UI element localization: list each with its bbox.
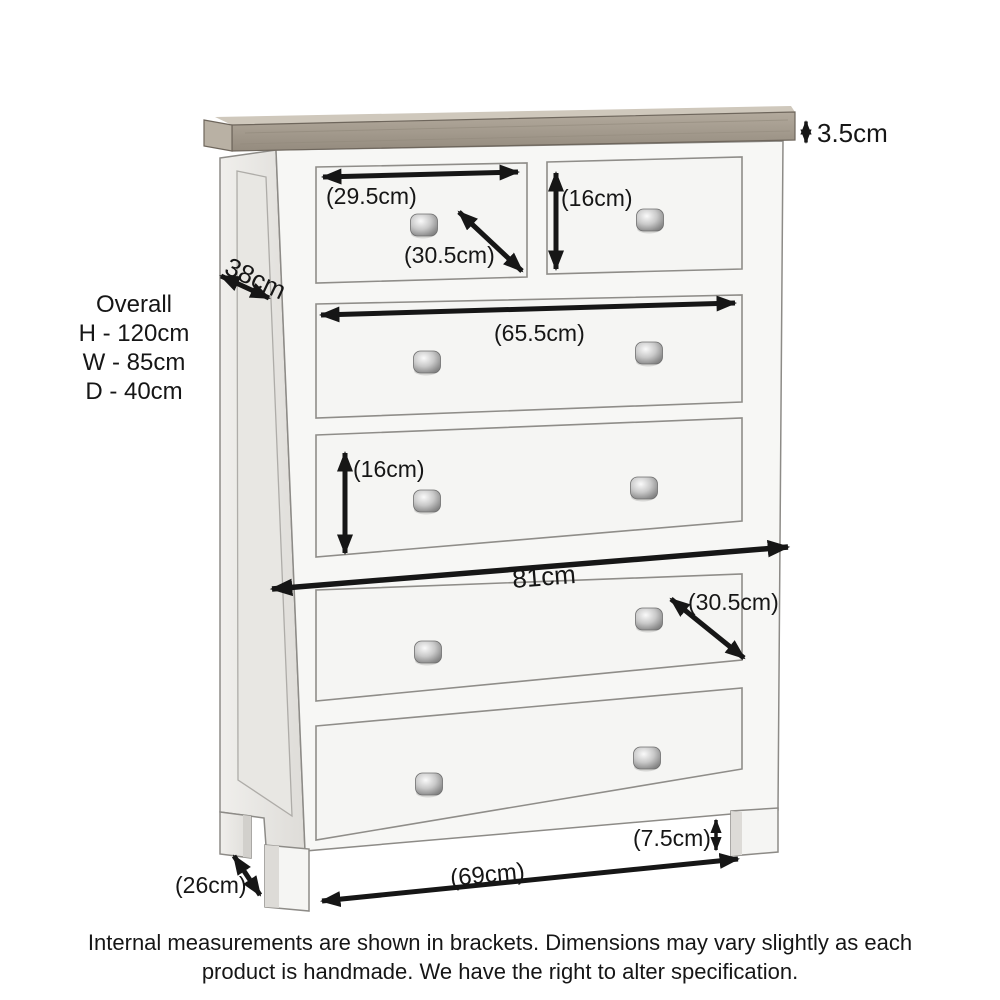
knob	[630, 476, 658, 500]
knob	[415, 772, 443, 796]
back-left-leg-shade	[243, 815, 251, 858]
knob	[635, 341, 663, 365]
dim-label-top-thickness: 3.5cm	[817, 118, 888, 148]
overall-height: H - 120cm	[79, 320, 190, 347]
drawer-row-5	[315, 687, 743, 841]
wood-top-end-cap	[203, 119, 233, 152]
dim-arrow-total-width	[269, 539, 791, 597]
wood-grain-line	[239, 130, 791, 145]
dim-label-leg-depth: (26cm)	[175, 872, 247, 898]
dim-label-leg-height: (7.5cm)	[633, 825, 711, 851]
knob	[635, 607, 663, 631]
dim-arrow-top-left-drawer-width	[321, 164, 520, 185]
knob	[636, 208, 664, 232]
dim-arrow-middle-drawer-width	[319, 295, 737, 323]
dim-label-top-left-drawer-diagonal: (30.5cm)	[404, 242, 495, 268]
footer-line-2: product is handmade. We have the right t…	[202, 959, 798, 984]
dim-arrow-top-left-drawer-diagonal	[457, 210, 524, 273]
front-right-leg-shade	[731, 811, 742, 856]
wood-top-surface	[215, 106, 795, 125]
side-panel-inset	[236, 170, 293, 818]
knob	[410, 213, 438, 237]
dim-label-base-width: (69cm)	[449, 858, 526, 892]
knob	[414, 640, 442, 664]
knob	[633, 746, 661, 770]
dim-arrow-base-width	[320, 852, 740, 908]
wood-grain-line	[244, 119, 789, 134]
drawer-row-3	[315, 417, 743, 558]
knob	[413, 489, 441, 513]
drawer-knobs	[410, 208, 664, 798]
footer-note: Internal measurements are shown in brack…	[88, 930, 912, 984]
dim-arrow-leg-depth	[231, 854, 263, 897]
dim-arrow-fourth-drawer-diagonal	[669, 597, 746, 660]
overall-dimensions-block: Overall H - 120cm W - 85cm D - 40cm	[79, 291, 190, 405]
dim-arrow-top-depth	[219, 273, 271, 301]
dim-label-fourth-drawer-diagonal: (30.5cm)	[688, 589, 779, 615]
dim-label-middle-drawer-width: (65.5cm)	[494, 320, 585, 346]
overall-title: Overall	[96, 291, 172, 318]
front-left-leg-shade	[265, 845, 279, 908]
dim-label-top-right-drawer-height: (16cm)	[561, 185, 633, 211]
dim-label-top-left-drawer-width: (29.5cm)	[326, 183, 417, 209]
knob	[413, 350, 441, 374]
dim-label-lower-middle-drawer-height: (16cm)	[353, 456, 425, 482]
dim-label-total-width: 81cm	[511, 559, 577, 594]
overall-depth: D - 40cm	[85, 378, 182, 405]
overall-width: W - 85cm	[83, 349, 186, 376]
footer-line-1: Internal measurements are shown in brack…	[88, 930, 912, 955]
